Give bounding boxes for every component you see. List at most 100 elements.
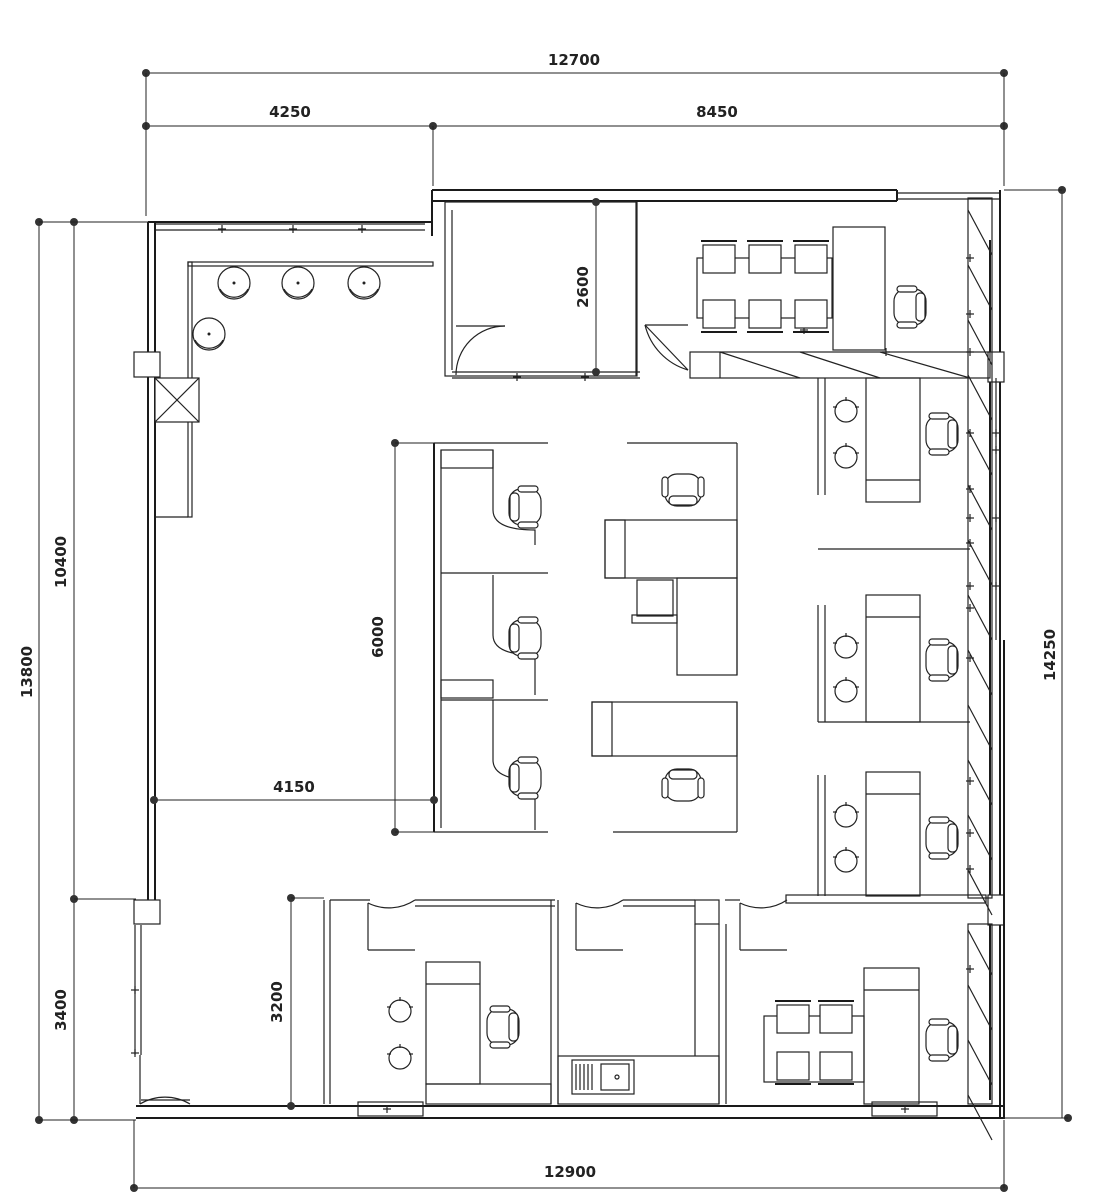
desk — [591, 701, 738, 757]
dim-bottom-overall: 12900 — [544, 1163, 596, 1181]
kitchen-counter — [557, 1055, 720, 1105]
chair-back — [509, 763, 520, 793]
chair-arm — [517, 652, 539, 660]
cabinet-line — [967, 209, 993, 256]
lounge-chair-back — [283, 288, 313, 298]
cabinet-line — [967, 429, 993, 476]
cabinet-line — [719, 351, 801, 379]
cabinet-column — [967, 923, 993, 1105]
desk — [832, 226, 886, 351]
desk-return — [604, 519, 626, 579]
walls — [131, 189, 1005, 1141]
chair-arm — [517, 616, 539, 624]
cabinet-line — [967, 264, 993, 311]
cabinet-line — [967, 759, 993, 806]
office-chair — [486, 1005, 520, 1049]
cabinet-line — [967, 594, 993, 641]
wall-line — [689, 351, 991, 379]
guest-stool — [388, 999, 412, 1023]
chair-arm — [928, 412, 950, 420]
chair-back — [508, 1012, 519, 1042]
office-chair — [661, 768, 705, 802]
desk — [863, 967, 920, 1105]
dim-cubicle-height: 6000 — [369, 616, 387, 658]
guest-stool — [834, 399, 858, 423]
cabinet-line — [967, 484, 993, 531]
chair-arm — [928, 638, 950, 646]
desk — [865, 771, 921, 897]
chair-arm — [517, 792, 539, 800]
cabinet-line — [967, 649, 993, 696]
cabinet-line — [967, 539, 993, 586]
cabinet-line — [967, 869, 993, 916]
sink-drain — [614, 1074, 620, 1080]
dim-left-upper: 10400 — [52, 536, 70, 588]
cabinet-line — [967, 1094, 993, 1141]
chair-arm — [896, 321, 918, 329]
chair-back — [947, 823, 958, 853]
meeting-chair — [776, 1051, 810, 1081]
cabinet-line — [967, 704, 993, 751]
chair-arm — [928, 852, 950, 860]
chair-arm — [661, 777, 669, 799]
chair-back — [509, 623, 520, 653]
dim-top-right: 8450 — [696, 103, 738, 121]
desk — [425, 961, 481, 1085]
column — [133, 351, 161, 378]
counter — [187, 261, 434, 267]
guest-stool — [388, 1046, 412, 1070]
window-unit — [357, 1101, 424, 1117]
cubicle-desk — [492, 450, 536, 545]
door-leaf — [644, 324, 689, 371]
dim-top-overall: 12700 — [548, 51, 600, 69]
lounge-chair-back — [194, 339, 224, 349]
dimension-dot — [430, 796, 438, 804]
door-swing — [575, 899, 624, 909]
chair-arm — [697, 476, 705, 498]
office-chair — [925, 1018, 959, 1062]
meeting-chair — [702, 244, 736, 274]
door-swing — [644, 324, 689, 371]
chair-small — [636, 579, 674, 617]
chair-arm — [517, 521, 539, 529]
cabinet — [425, 1083, 552, 1105]
dim-room-height: 2600 — [574, 266, 592, 308]
office-chair — [508, 756, 542, 800]
chair-back — [947, 645, 958, 675]
dim-left-lower: 3400 — [52, 989, 70, 1031]
chair-arm — [928, 1054, 950, 1062]
office-chair — [925, 816, 959, 860]
dim-corridor-width: 4150 — [273, 778, 315, 796]
desk — [865, 377, 921, 503]
cabinet-column — [967, 197, 993, 899]
cabinet-line — [879, 351, 971, 379]
lounge-chair-back — [349, 288, 379, 298]
column — [694, 899, 720, 925]
cabinet-line — [967, 374, 993, 421]
dimension-dot — [592, 198, 600, 206]
door-swing — [139, 1096, 191, 1105]
column — [987, 894, 1005, 926]
room-outline — [444, 201, 638, 377]
wall-line — [785, 894, 987, 904]
cabinet — [440, 449, 494, 469]
chair-back — [947, 1025, 958, 1055]
dimension-dot — [150, 796, 158, 804]
office-chair — [925, 412, 959, 456]
chair-back — [947, 419, 958, 449]
meeting-chair — [748, 244, 782, 274]
lounge-chair-center — [232, 281, 236, 285]
cabinet — [440, 679, 494, 699]
furniture — [192, 226, 959, 1105]
chair-arm — [928, 1018, 950, 1026]
guest-stool — [834, 679, 858, 703]
cabinet-line — [799, 351, 881, 379]
guest-stool — [834, 635, 858, 659]
door-swing — [739, 899, 788, 909]
chair-arm — [697, 777, 705, 799]
chair-arm — [928, 816, 950, 824]
lounge-chair-center — [296, 281, 300, 285]
chair-arm — [896, 285, 918, 293]
office-chair — [661, 473, 705, 507]
